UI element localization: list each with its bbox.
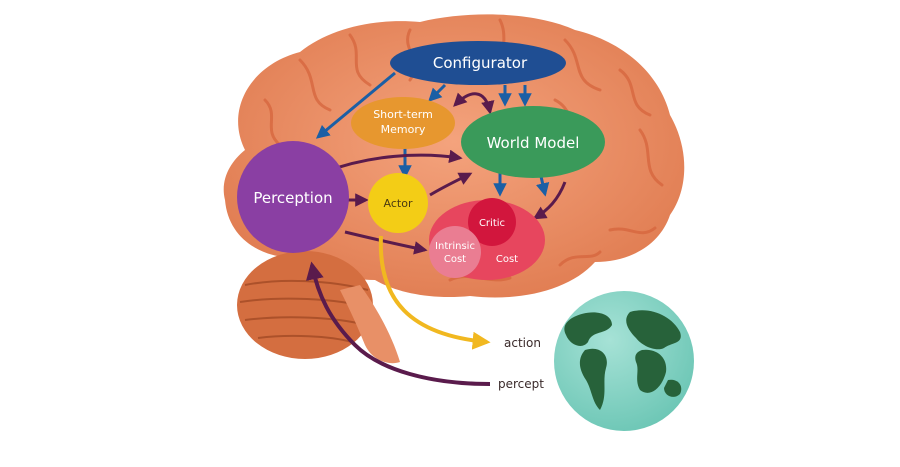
arrow-perception-to-cost [344, 230, 428, 255]
arrow-configurator-to-memory [428, 83, 447, 102]
arrow-actor-to-world-model [429, 172, 473, 197]
arrow-world-model-to-cost [532, 181, 567, 220]
module-cost: Critic Intrinsic Cost Cost [429, 198, 545, 280]
action-arrow [378, 235, 491, 350]
globe-ocean [554, 291, 694, 431]
module-actor: Actor [368, 173, 428, 233]
module-short-term-memory: Short-term Memory [351, 97, 455, 149]
short-term-memory-label-line2: Memory [381, 123, 426, 136]
arrow-memory-world-model-exchange [453, 92, 495, 115]
percept-label: percept [498, 377, 544, 391]
globe-illustration [554, 291, 694, 431]
intrinsic-cost-label-line1: Intrinsic [435, 241, 475, 252]
configurator-arrows [315, 71, 550, 197]
perception-label: Perception [253, 189, 332, 207]
short-term-memory-label-line1: Short-term [373, 108, 433, 121]
percept-arrow [306, 261, 491, 386]
critic-circle [468, 198, 516, 246]
cost-label: Cost [496, 254, 518, 265]
module-perception: Perception [237, 141, 349, 253]
module-world-model: World Model [461, 106, 605, 178]
brain-stem [340, 285, 400, 364]
globe-continents [564, 310, 682, 410]
intrinsic-cost-circle [429, 226, 481, 278]
cerebellum [237, 251, 373, 359]
actor-label: Actor [384, 197, 413, 210]
action-label: action [504, 336, 541, 350]
world-model-label: World Model [487, 134, 580, 152]
configurator-label: Configurator [433, 54, 528, 72]
intrinsic-cost-label-line2: Cost [444, 254, 466, 265]
module-configurator: Configurator [390, 41, 566, 85]
arrow-configurator-to-perception [315, 71, 396, 139]
critic-label: Critic [479, 218, 505, 229]
